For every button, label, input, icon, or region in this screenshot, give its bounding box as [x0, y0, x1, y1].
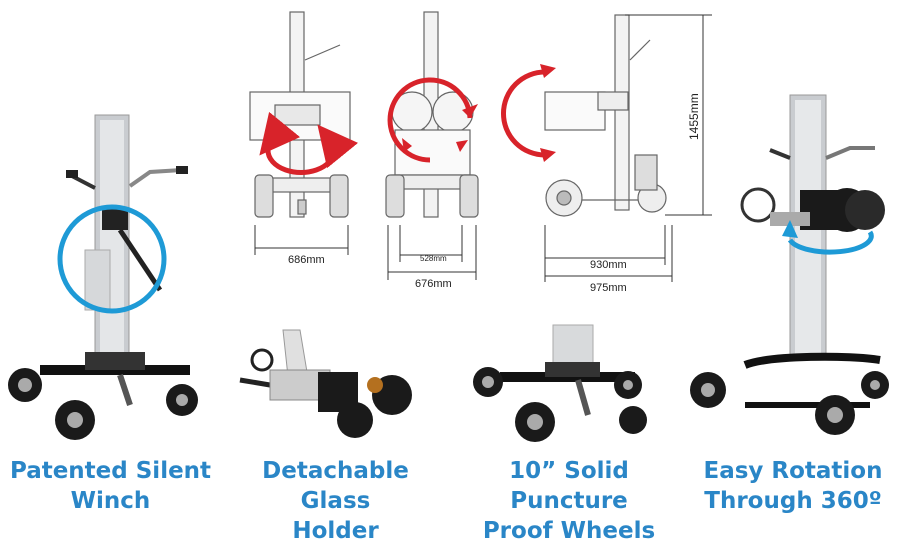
- side-length-outer-label: 975mm: [590, 282, 627, 294]
- caption-line-1: Detachable Glass: [262, 458, 409, 514]
- rotating-lifter-photo: [690, 94, 889, 435]
- side-rotation-arrow: [501, 64, 556, 162]
- caption-puncture-proof-wheels: 10” Solid Puncture Proof Wheels: [458, 456, 680, 546]
- glass-holder-photo: [239, 329, 412, 438]
- caption-line-2: Through 360º: [704, 488, 882, 514]
- caption-line-2: Proof Wheels: [482, 518, 656, 544]
- front-rotation-arrow: [259, 111, 359, 175]
- caption-line-2: Holder: [292, 518, 379, 544]
- side-length-inner-label: 930mm: [590, 259, 627, 271]
- caption-line-2: Winch: [70, 488, 151, 514]
- front-view-drawing: [249, 11, 351, 218]
- winch-highlight-circle: [57, 204, 167, 314]
- height-label: 1455mm: [687, 93, 701, 140]
- puncture-proof-wheels-photo: [473, 324, 647, 442]
- rotation-highlight-arrow: [782, 220, 874, 255]
- caption-patented-silent-winch: Patented Silent Winch: [8, 456, 213, 516]
- front-width-label: 686mm: [288, 254, 325, 266]
- caption-detachable-glass-holder: Detachable Glass Holder: [228, 456, 443, 546]
- front-view-glass-drawing: [385, 11, 479, 218]
- technical-drawings: 686mm 528mm 676mm: [8, 11, 889, 442]
- caption-line-1: Patented Silent: [9, 458, 212, 484]
- inner-width-dimension: [387, 225, 477, 280]
- caption-easy-rotation: Easy Rotation Through 360º: [692, 456, 894, 516]
- outer-width-label: 676mm: [415, 278, 452, 290]
- caption-line-1: 10” Solid Puncture: [509, 458, 629, 514]
- glass-rotation-circle: [387, 77, 478, 163]
- winch-trolley-photo: [8, 114, 198, 440]
- inner-width-label: 528mm: [420, 254, 447, 263]
- front-width-dimension: [254, 225, 349, 255]
- side-length-dimension: [544, 14, 712, 282]
- side-view-drawing: [544, 14, 667, 217]
- caption-line-1: Easy Rotation: [703, 458, 883, 484]
